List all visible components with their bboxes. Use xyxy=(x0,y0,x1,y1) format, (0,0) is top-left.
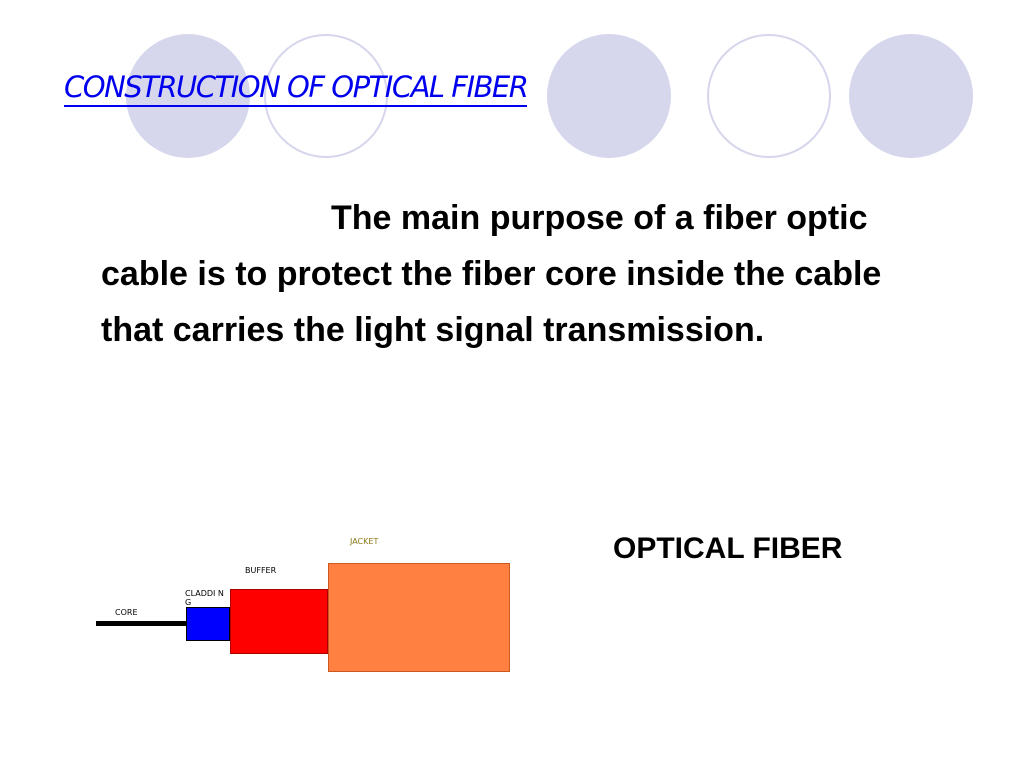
buffer-label: BUFFER xyxy=(245,566,277,575)
decorative-circle-3 xyxy=(547,34,671,158)
decorative-circle-2 xyxy=(264,34,388,158)
decorative-circle-5 xyxy=(849,34,973,158)
core-label: CORE xyxy=(115,608,138,617)
slide-body-text: The main purpose of a fiber optic cable … xyxy=(101,199,882,349)
cladding-layer xyxy=(186,607,230,641)
buffer-layer xyxy=(230,589,328,654)
cladding-label: CLADDI NG xyxy=(185,589,224,607)
core-line xyxy=(96,621,186,626)
decorative-circle-1 xyxy=(126,34,250,158)
diagram-caption: OPTICAL FIBER xyxy=(613,532,843,565)
decorative-circle-4 xyxy=(707,34,831,158)
jacket-label: JACKET xyxy=(350,537,379,546)
slide-title: CONSTRUCTION OF OPTICAL FIBER xyxy=(64,70,529,107)
jacket-layer xyxy=(328,563,510,672)
